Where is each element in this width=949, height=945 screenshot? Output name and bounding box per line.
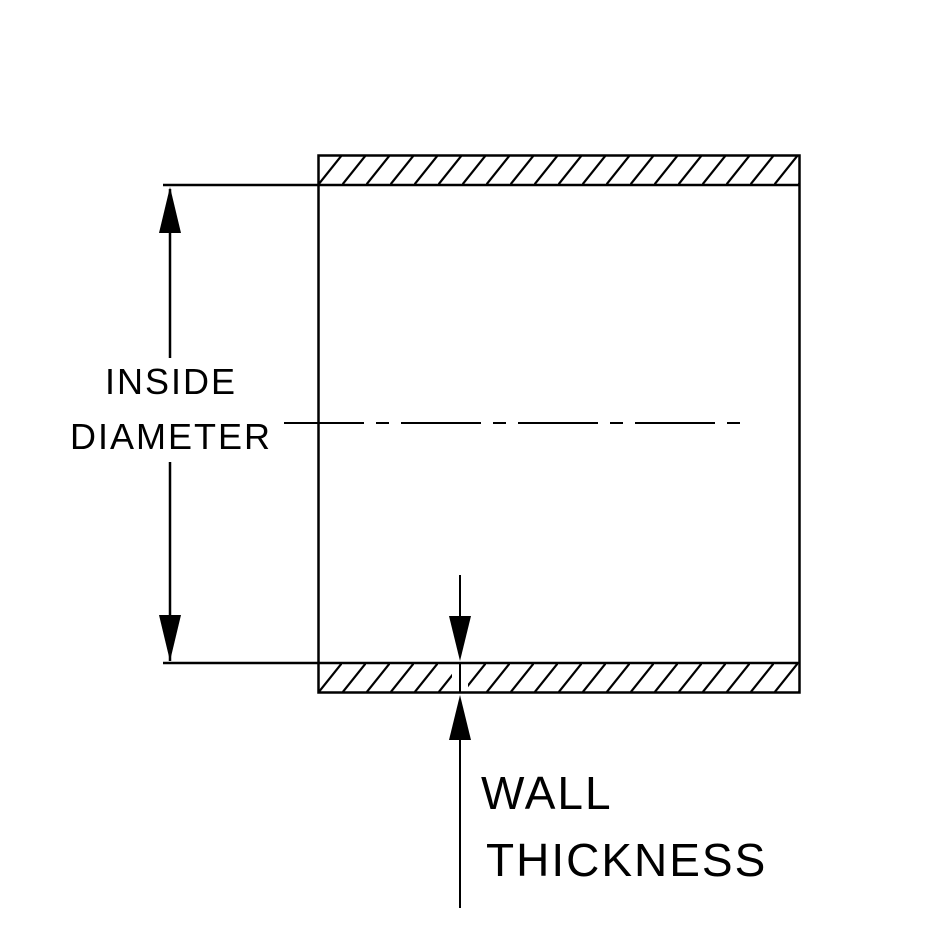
arrow-up-icon: [159, 187, 181, 233]
wall-thickness-label-line2: THICKNESS: [486, 834, 767, 886]
top-wall-hatch: [318, 155, 800, 185]
wt-arrow-down-icon: [449, 616, 471, 661]
arrow-down-icon: [159, 615, 181, 661]
inside-diameter-label-line1: INSIDE: [105, 361, 237, 402]
wt-arrow-up-icon: [449, 695, 471, 740]
bottom-wall-hatch: [318, 663, 800, 693]
wall-thickness-label-line1: WALL: [481, 767, 613, 819]
inside-diameter-label-line2: DIAMETER: [70, 416, 272, 457]
